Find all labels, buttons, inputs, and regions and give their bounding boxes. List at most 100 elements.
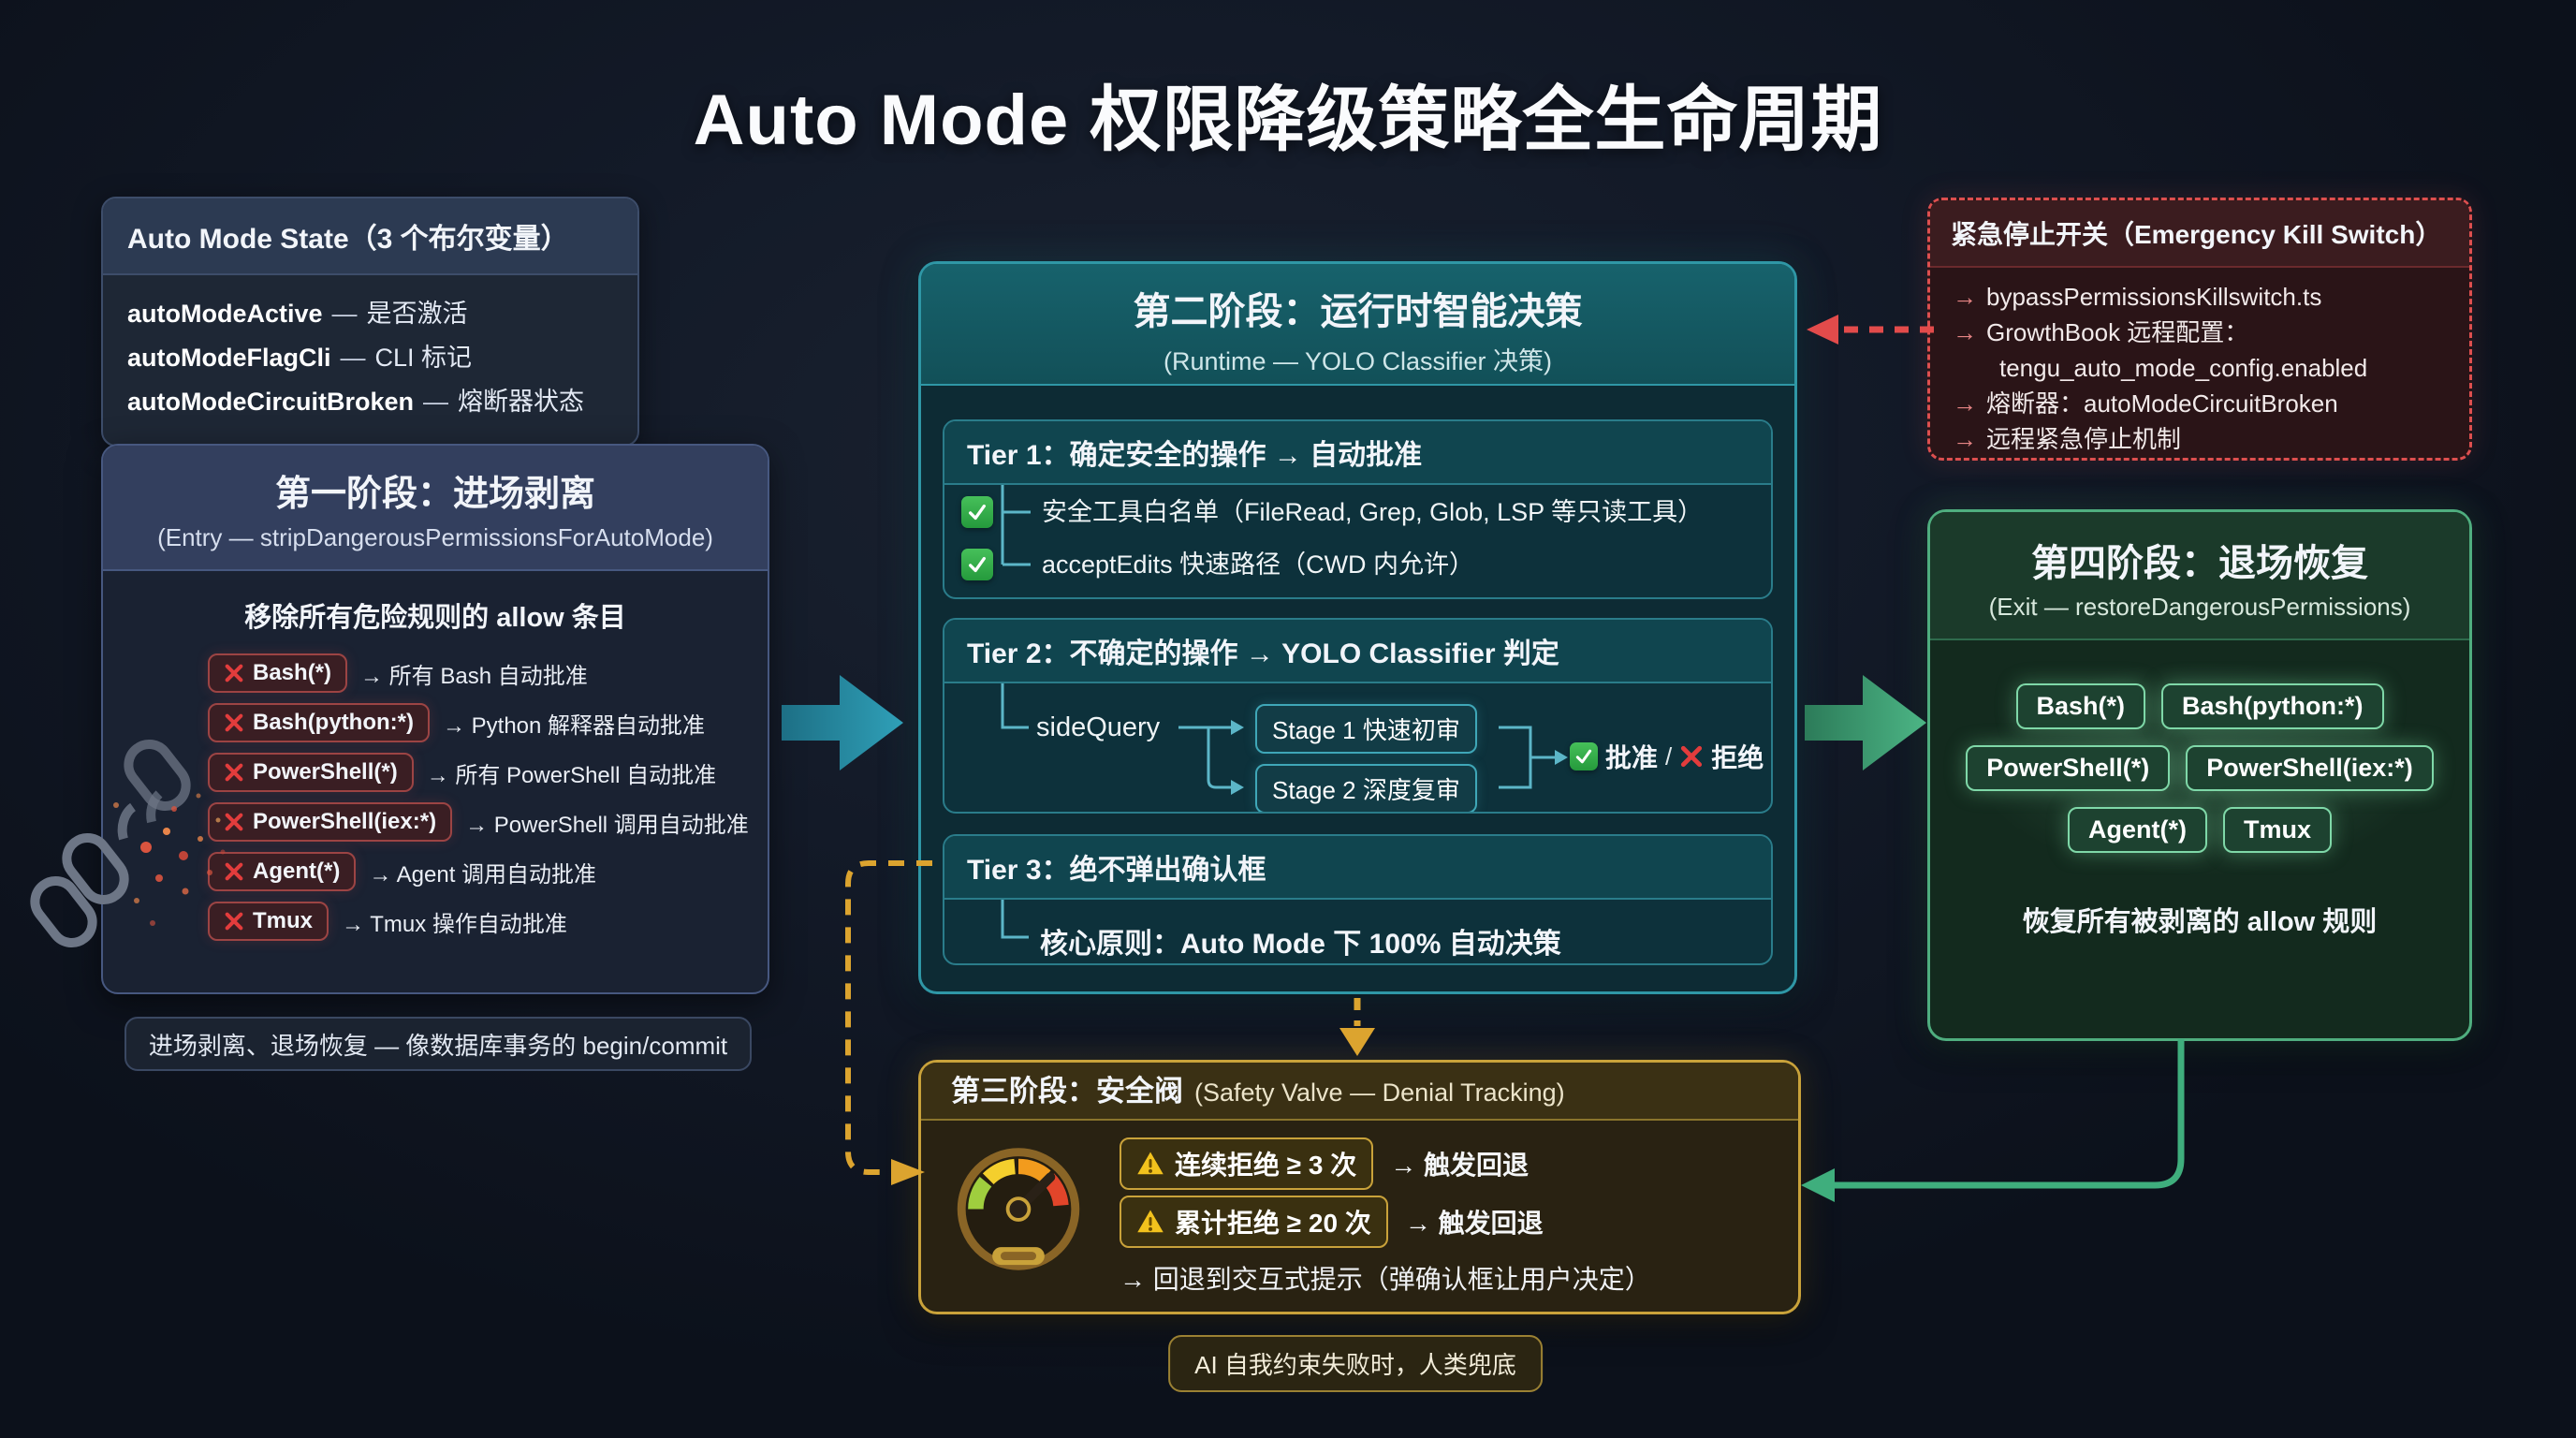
tier1-item: 安全工具白名单（FileRead, Grep, Glob, LSP 等只读工具）: [1042, 498, 1704, 526]
killswitch-line: → bypassPermissionsKillswitch.ts: [1953, 279, 2447, 315]
phase1-lead: 移除所有危险规则的 allow 条目: [244, 603, 626, 633]
phase2-title: 第二阶段：运行时智能决策: [1133, 291, 1583, 332]
state-var-row: autoModeCircuitBroken—熔断器状态: [127, 380, 613, 424]
rule-effect: → Agent 调用自动批准: [369, 861, 597, 888]
killswitch-line: →远程紧急停止机制: [1953, 421, 2447, 457]
phase4-exit-box: 第四阶段：退场恢复 (Exit — restoreDangerousPermis…: [1927, 509, 2472, 1041]
restored-rule-pill: PowerShell(iex:*): [2186, 745, 2434, 791]
flow-connector: [1001, 683, 1568, 795]
phase4-subtitle: (Exit — restoreDangerousPermissions): [1988, 593, 2411, 621]
tier3-body: 核心原则：Auto Mode 下 100% 自动决策: [944, 900, 1771, 963]
phase3-title: 第三阶段：安全阀: [951, 1075, 1183, 1108]
tier3-title: Tier 3：绝不弹出确认框: [944, 836, 1771, 900]
stage1-pill: Stage 1 快速初审: [1255, 704, 1477, 754]
pill-row: PowerShell(*) PowerShell(iex:*): [1966, 745, 2434, 791]
emergency-kill-switch-box: 紧急停止开关（Emergency Kill Switch） → bypassPer…: [1927, 198, 2472, 461]
phase1-subtitle: (Entry — stripDangerousPermissionsForAut…: [157, 523, 713, 551]
phase3-subtitle: (Safety Valve — Denial Tracking): [1194, 1078, 1565, 1107]
x-icon: [225, 713, 243, 732]
side-query-label: sideQuery: [1036, 712, 1161, 742]
phase2-header: 第二阶段：运行时智能决策 (Runtime — YOLO Classifier …: [921, 264, 1794, 386]
killswitch-line: → GrowthBook 远程配置：: [1953, 315, 2447, 350]
killswitch-text: GrowthBook 远程配置：: [1986, 318, 2249, 346]
check-icon: [1570, 742, 1598, 770]
restored-rule-pills: Bash(*) Bash(python:*) PowerShell(*) Pow…: [1930, 683, 2469, 853]
rule-label: Bash(python:*): [253, 710, 414, 735]
stripped-rule-pill: Agent(*): [208, 852, 357, 891]
footer-note: AI 自我约束失败时，人类兜底: [1168, 1335, 1543, 1392]
stage2-pill: Stage 2 深度复审: [1255, 764, 1477, 812]
phase4-footer: 恢复所有被剥离的 allow 规则: [2022, 907, 2378, 937]
arrow-prefix: →: [1953, 318, 1977, 346]
restored-rule-pill: Bash(*): [2015, 683, 2146, 729]
restored-rule-pill: Tmux: [2222, 807, 2332, 853]
rule-effect: → 所有 Bash 自动批准: [360, 663, 588, 689]
fallback-text: → 回退到交互式提示（弹确认框让用户决定）: [1120, 1265, 1651, 1294]
rule-row: Agent(*) → Agent 调用自动批准: [208, 852, 768, 891]
tier1-body: 安全工具白名单（FileRead, Grep, Glob, LSP 等只读工具）…: [944, 485, 1771, 597]
rule-label: Agent(*): [253, 858, 341, 884]
state-var-desc: CLI 标记: [374, 344, 473, 372]
rule-row: PowerShell(iex:*) → PowerShell 调用自动批准: [208, 802, 768, 842]
state-var-name: autoModeActive: [127, 300, 323, 328]
warning-icon: [1137, 1152, 1164, 1175]
arrow-prefix: →: [1953, 283, 1977, 311]
state-var-name: autoModeFlagCli: [127, 344, 331, 372]
x-icon: [225, 763, 243, 782]
rule-effect: → 所有 PowerShell 自动批准: [426, 762, 717, 788]
spark-particles: [113, 793, 226, 926]
condition-result: → 触发回退: [1404, 1209, 1544, 1238]
phase4-to-phase3-path: [1801, 1039, 2185, 1202]
tier2-title: Tier 2：不确定的操作 → YOLO Classifier 判定: [944, 620, 1771, 683]
denial-condition-pill: 连续拒绝 ≥ 3 次: [1120, 1137, 1374, 1190]
killswitch-text: bypassPermissionsKillswitch.ts: [1986, 283, 2322, 311]
phase4-header: 第四阶段：退场恢复 (Exit — restoreDangerousPermis…: [1930, 512, 2469, 640]
x-icon: [225, 912, 243, 931]
page-title: Auto Mode 权限降级策略全生命周期: [693, 81, 1883, 160]
denial-condition-pill: 累计拒绝 ≥ 20 次: [1120, 1196, 1388, 1248]
condition-label: 连续拒绝 ≥ 3 次: [1175, 1151, 1357, 1180]
x-icon: [225, 664, 243, 682]
dash-separator: —: [423, 388, 449, 416]
auto-mode-state-box: Auto Mode State（3 个布尔变量） autoModeActive—…: [101, 197, 639, 447]
rule-row: PowerShell(*) → 所有 PowerShell 自动批准: [208, 753, 768, 792]
phase1-title: 第一阶段：进场剥离: [274, 475, 595, 514]
condition-label: 累计拒绝 ≥ 20 次: [1175, 1209, 1371, 1238]
killswitch-title: 紧急停止开关（Emergency Kill Switch）: [1930, 200, 2469, 268]
state-box-title: Auto Mode State（3 个布尔变量）: [103, 198, 637, 275]
denial-rule-row: 连续拒绝 ≥ 3 次 → 触发回退: [1120, 1137, 1529, 1190]
stripped-rule-pill: PowerShell(*): [208, 753, 414, 792]
phase2-subtitle: (Runtime — YOLO Classifier 决策): [1163, 347, 1553, 375]
rule-effect: → Python 解释器自动批准: [442, 712, 706, 739]
phase2-runtime-box: 第二阶段：运行时智能决策 (Runtime — YOLO Classifier …: [918, 261, 1797, 994]
killswitch-line: →熔断器：autoModeCircuitBroken: [1953, 386, 2447, 421]
phase3-header: 第三阶段：安全阀 (Safety Valve — Denial Tracking): [921, 1063, 1798, 1121]
phase3-safety-valve-box: 第三阶段：安全阀 (Safety Valve — Denial Tracking): [918, 1060, 1801, 1314]
state-var-desc: 熔断器状态: [458, 388, 585, 416]
state-var-row: autoModeFlagCli—CLI 标记: [127, 336, 613, 380]
verdict-group: 批准 / 拒绝: [1570, 738, 1764, 775]
state-var-desc: 是否激活: [366, 300, 468, 328]
killswitch-body: → bypassPermissionsKillswitch.ts → GrowthB…: [1930, 268, 2469, 468]
restored-rule-pill: Agent(*): [2068, 807, 2207, 853]
tree-connector: [1001, 900, 1029, 939]
rule-row: Bash(python:*) → Python 解释器自动批准: [208, 703, 768, 742]
state-var-row: autoModeActive—是否激活: [127, 292, 613, 336]
rule-label: PowerShell(*): [253, 759, 398, 785]
check-icon: [961, 496, 993, 528]
phase4-title: 第四阶段：退场恢复: [2031, 543, 2368, 584]
tier2-body: sideQuery Stage 1 快速初审 Stage 2 深度复审 批准 /…: [944, 683, 1771, 812]
phase1-rule-list: Bash(*) → 所有 Bash 自动批准 Bash(python:*) → …: [103, 653, 768, 941]
flow-arrow-phase2-to-phase3: [1339, 998, 1375, 1056]
rule-row: Bash(*) → 所有 Bash 自动批准: [208, 653, 768, 693]
x-icon: [1681, 745, 1703, 768]
broken-chain-icon: [30, 739, 226, 948]
stripped-rule-pill: Tmux: [208, 902, 329, 941]
flow-arrow-phase1-to-phase2: [782, 675, 903, 770]
phase1-header: 第一阶段：进场剥离 (Entry — stripDangerousPermiss…: [103, 446, 768, 571]
warning-icon: [1137, 1210, 1164, 1233]
pill-row: Agent(*) Tmux: [2068, 807, 2332, 853]
tier2-box: Tier 2：不确定的操作 → YOLO Classifier 判定: [943, 618, 1773, 814]
rule-row: Tmux → Tmux 操作自动批准: [208, 902, 768, 941]
